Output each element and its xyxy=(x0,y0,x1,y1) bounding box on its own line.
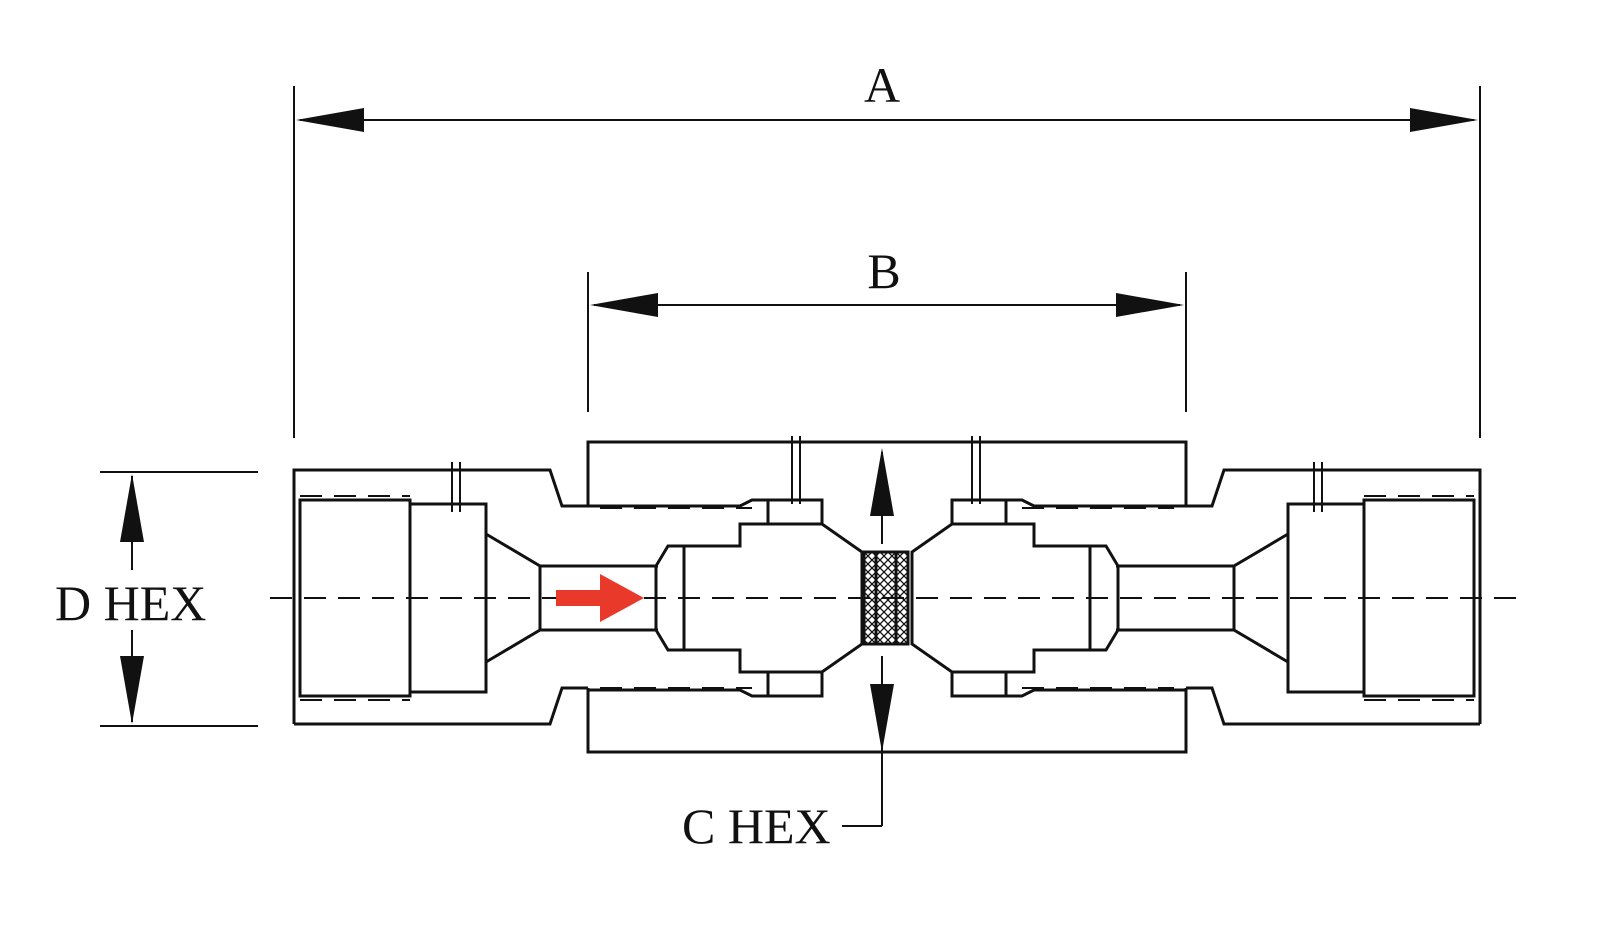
dimension-d-arrowhead-bottom xyxy=(120,656,144,724)
dimension-d-arrowhead-top xyxy=(120,474,144,542)
center-hex-top xyxy=(586,440,1188,506)
dimension-a-arrowhead-right xyxy=(1410,108,1478,132)
left-body-lower-outline xyxy=(294,686,588,726)
left-body-upper-outline xyxy=(292,468,588,724)
left-gland xyxy=(588,498,864,698)
dimension-d-hex: D HEX xyxy=(55,471,258,727)
right-gland-outline xyxy=(1004,498,1186,698)
dimension-b-label: B xyxy=(867,243,900,299)
center-hex-bottom xyxy=(586,688,1188,754)
dimension-c-hex-label: C HEX xyxy=(682,798,831,854)
dimension-a-label: A xyxy=(864,57,900,113)
left-nut-flange xyxy=(768,498,824,698)
dimension-a: A xyxy=(293,57,1481,438)
dimension-d-hex-label: D HEX xyxy=(55,575,206,631)
dimension-c-arrowhead-bottom xyxy=(870,684,894,752)
right-port-collar xyxy=(1286,502,1364,694)
dimension-b-arrowhead-left xyxy=(590,293,658,317)
right-nut-flange xyxy=(950,498,1006,698)
left-nut-cone xyxy=(740,522,864,674)
flow-direction-arrow-icon xyxy=(556,574,644,622)
filter-mesh xyxy=(862,550,910,646)
dimension-c-arrowhead-top xyxy=(870,448,894,516)
left-gland-outline xyxy=(588,498,770,698)
right-port-bore xyxy=(1362,498,1476,698)
left-port-collar xyxy=(410,502,488,694)
center-hex-body xyxy=(586,436,1188,754)
right-gland xyxy=(910,498,1186,698)
left-taper xyxy=(485,532,542,664)
dimension-b: B xyxy=(587,243,1187,412)
left-port-bore xyxy=(298,498,412,698)
dimension-a-arrowhead-left xyxy=(296,108,364,132)
right-taper xyxy=(1232,532,1289,664)
right-flow-bore xyxy=(1116,564,1234,632)
filter-element xyxy=(862,550,910,646)
left-flow-bore xyxy=(540,564,658,632)
right-end-fitting xyxy=(1116,462,1482,726)
right-nut-cone xyxy=(910,522,1034,674)
dimension-b-arrowhead-right xyxy=(1116,293,1184,317)
right-body-lower-outline xyxy=(1186,686,1480,726)
dimension-c-hex: C HEX xyxy=(682,448,894,854)
right-body-upper-outline xyxy=(1186,468,1482,724)
left-end-fitting xyxy=(292,462,658,726)
